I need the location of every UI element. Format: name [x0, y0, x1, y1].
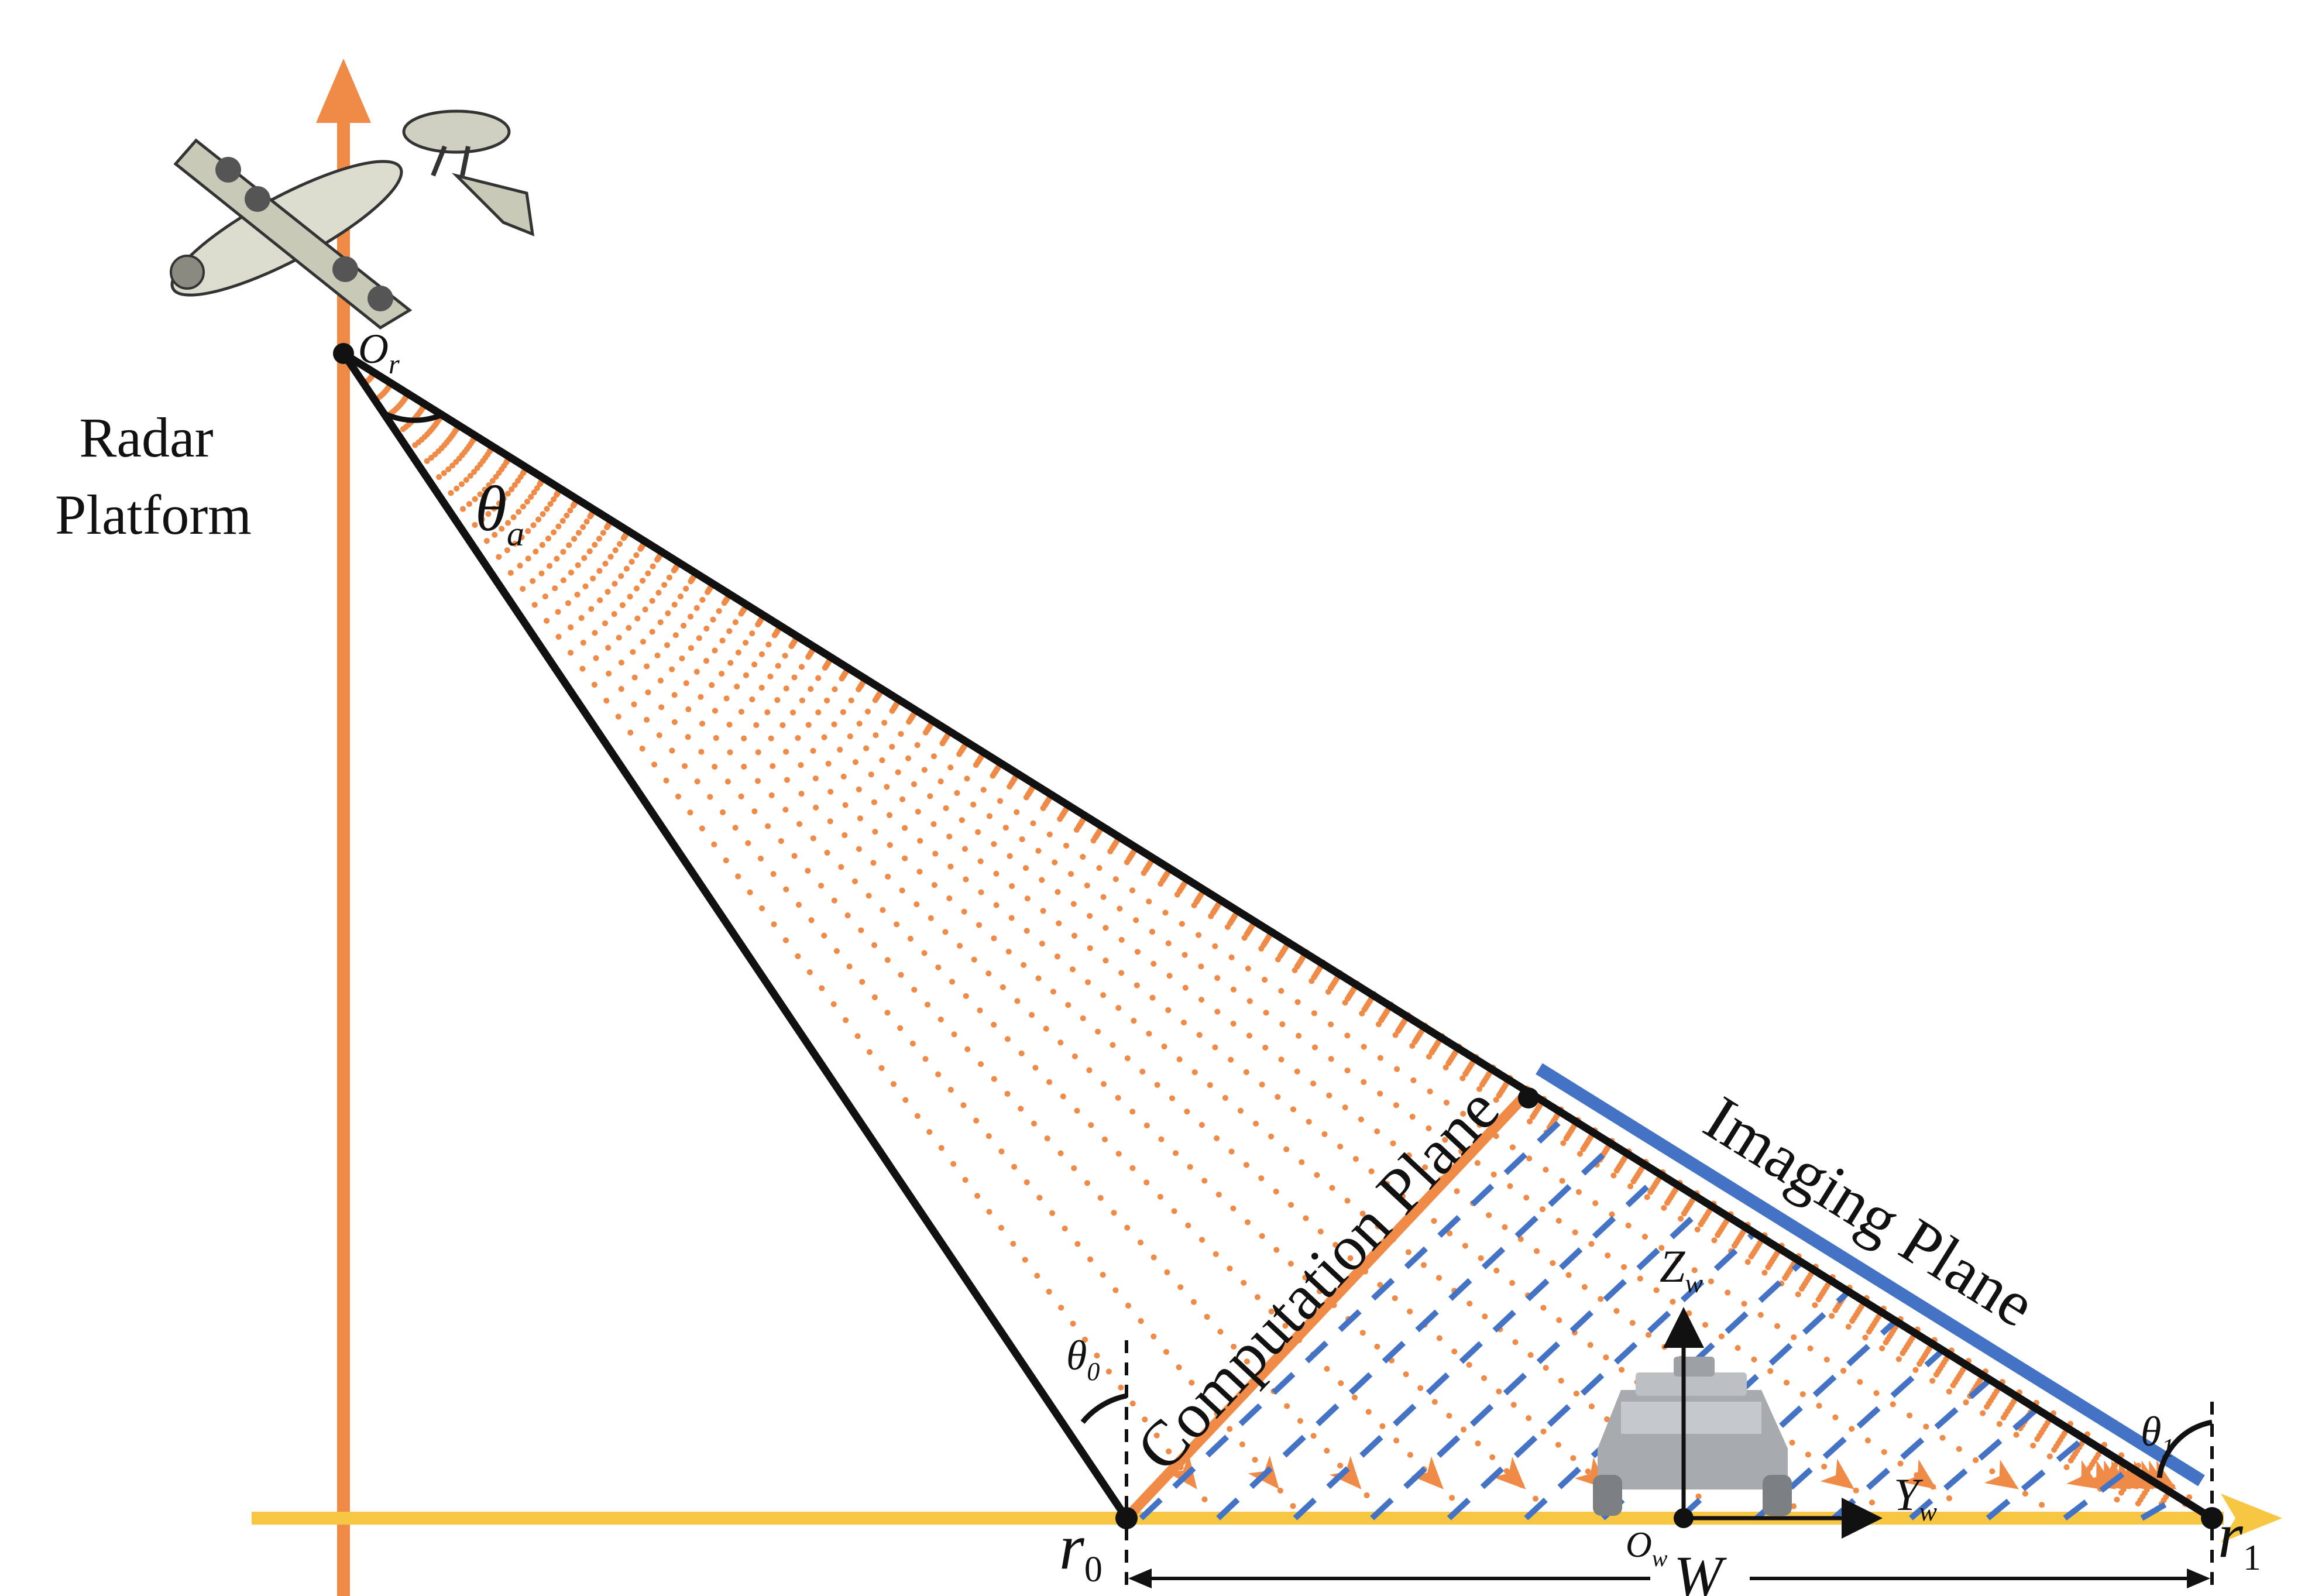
imaging-grid-line [2140, 1494, 2180, 1521]
radar-origin-point [333, 343, 354, 364]
radar-ray [352, 362, 1630, 1509]
y-axis-label: Yw [1894, 1469, 1937, 1526]
imaging-grid-line [1754, 1349, 1943, 1521]
radar-ray-arrowhead [1902, 1459, 1937, 1489]
radar-ray [352, 362, 1213, 1509]
ground-axis [252, 1494, 2282, 1543]
awacs-aircraft-icon [170, 109, 535, 330]
theta-1-label: θ1 [2141, 1408, 2174, 1462]
radar-platform-label: Radar Platform [55, 406, 252, 546]
theta-1-arc [2156, 1419, 2213, 1478]
width-label: W [1674, 1544, 1727, 1596]
imaging-grid-line [1832, 1378, 1991, 1521]
r0-label: r0 [1059, 1511, 1103, 1590]
imaging-grid-line [1139, 1117, 1565, 1521]
radar-ray-arrowhead [1493, 1457, 1526, 1489]
z-axis-label: Zw [1660, 1241, 1703, 1298]
radar-ray [352, 362, 1547, 1509]
world-origin-point [1674, 1508, 1694, 1528]
imaging-grid-line [2063, 1465, 2132, 1521]
radar-ray [352, 362, 1380, 1509]
theta-a-arc [381, 410, 441, 423]
imaging-plane-line [1536, 1063, 2205, 1487]
world-axes [1663, 1307, 1883, 1539]
computation-plane-line [1122, 1092, 1529, 1522]
radar-ray [352, 362, 1881, 1509]
radar-ray [352, 362, 2162, 1509]
radar-ray-arrowhead [1411, 1456, 1444, 1489]
imaging-grid-line [1447, 1233, 1754, 1521]
radar-ray-arrowhead [1166, 1455, 1197, 1489]
radar-ray-arrowhead [1820, 1458, 1855, 1489]
theta-0-label: θ0 [1066, 1332, 1100, 1386]
radar-ray [352, 362, 2131, 1509]
r1-label: r1 [2218, 1499, 2261, 1578]
width-dimension [1128, 1568, 2210, 1588]
imaging-grid-line [1370, 1204, 1707, 1521]
far-beam-point [1518, 1087, 1539, 1108]
world-origin-label: Ow [1626, 1525, 1668, 1571]
radar-ray [352, 362, 2146, 1509]
imaging-grid-lines [1139, 1117, 2180, 1521]
radar-ray [352, 362, 1713, 1509]
radar-ray-arrowhead [1984, 1460, 2019, 1489]
theta-a-label: θa [475, 473, 524, 553]
r0-point [1115, 1507, 1138, 1529]
radar-ray [352, 362, 1797, 1509]
imaging-grid-line [1293, 1175, 1660, 1521]
beam-outline [340, 350, 2214, 1522]
radar-ray [352, 362, 2048, 1509]
theta-0-arc [1080, 1393, 1127, 1424]
radar-origin-label: Or [358, 325, 400, 380]
imaging-grid-line [1986, 1436, 2086, 1521]
imaging-grid-line [1909, 1408, 2038, 1521]
radar-ray [352, 362, 1297, 1509]
radar-ray [352, 362, 1964, 1509]
r1-point [2201, 1507, 2223, 1529]
armored-vehicle-icon [1593, 1357, 1792, 1516]
